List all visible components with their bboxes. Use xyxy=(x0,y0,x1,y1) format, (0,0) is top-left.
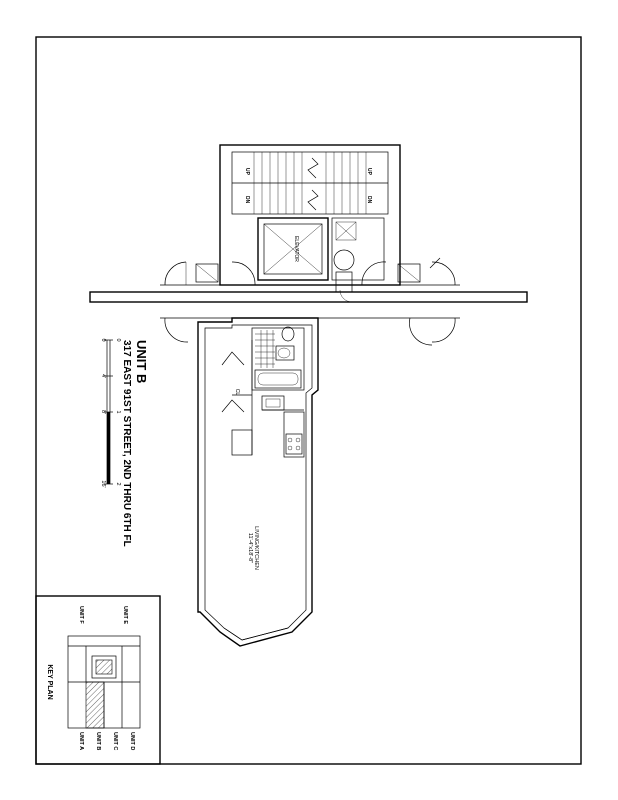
elevator xyxy=(257,217,329,281)
key-unit-b: UNIT B xyxy=(95,732,101,750)
bathroom xyxy=(251,326,305,391)
scale-bar xyxy=(104,339,113,485)
core-closet xyxy=(331,217,385,281)
key-unit-d: UNIT D xyxy=(129,732,135,750)
stair-label-dn-right: DN xyxy=(366,196,372,204)
elevator-label: ELEVATOR xyxy=(293,236,299,262)
scale-foot-4: 4' xyxy=(100,374,106,378)
scale-foot-16: 16' xyxy=(100,480,106,487)
stair-label-up-left: UP xyxy=(244,168,250,176)
closet-kitchen xyxy=(221,340,305,458)
stair-label-dn-left: DN xyxy=(244,196,250,204)
sheet-border xyxy=(35,36,582,765)
stair-label-up-right: UP xyxy=(366,168,372,176)
key-unit-c: UNIT C xyxy=(112,732,118,750)
living-room-dimensions: 11'-4"x18'-8" xyxy=(247,533,253,563)
scale-meter-0: 0 xyxy=(115,338,121,341)
key-plan-title: KEY PLAN xyxy=(46,664,53,699)
scale-foot-0: 0 xyxy=(100,338,106,341)
living-room-name: LIVING/KITCHEN xyxy=(253,526,259,570)
scale-meter-1: 1 xyxy=(115,410,121,413)
scale-foot-8: 8' xyxy=(100,410,106,414)
key-plan xyxy=(35,595,161,765)
unit-title: UNIT B xyxy=(134,340,149,383)
corridor xyxy=(89,257,528,346)
address-line: 317 EAST 91ST STREET, 2ND THRU 6TH FL xyxy=(121,340,132,547)
unit-b-plan xyxy=(197,317,319,647)
key-unit-f: UNIT F xyxy=(78,606,84,624)
stair-treads xyxy=(232,152,388,214)
closet-label: CL xyxy=(234,389,240,396)
scale-meter-2: 2 xyxy=(115,482,121,485)
key-unit-a: UNIT A xyxy=(78,732,84,750)
key-unit-e: UNIT E xyxy=(122,606,128,624)
